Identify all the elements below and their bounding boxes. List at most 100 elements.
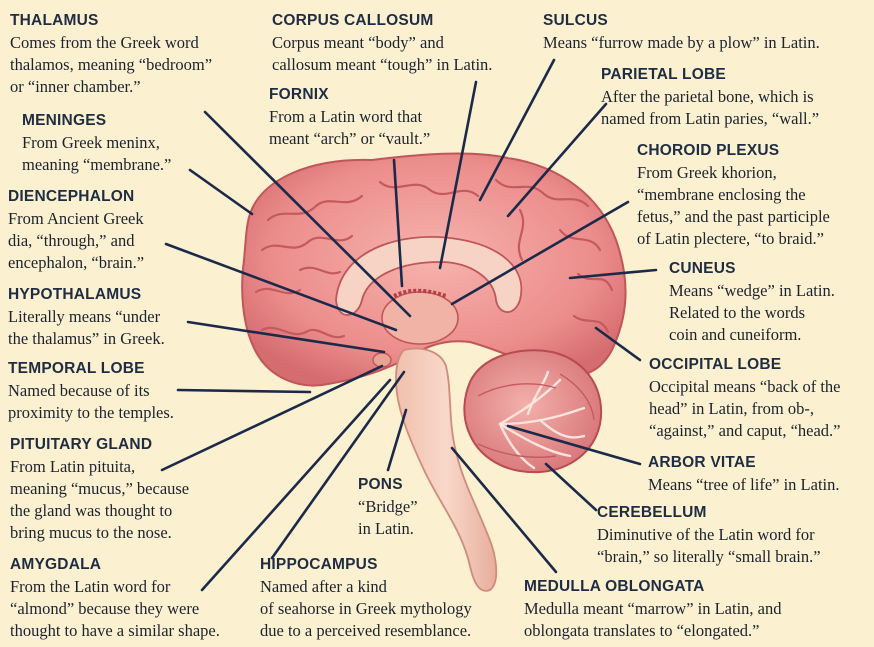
label-line: coin and cuneiform. bbox=[669, 325, 802, 344]
label-line: From Ancient Greek bbox=[8, 209, 144, 228]
label-amygdala: AMYGDALA From the Latin word for “almond… bbox=[10, 554, 220, 642]
label-line: From Latin pituita, bbox=[10, 457, 136, 476]
label-title: CEREBELLUM bbox=[597, 504, 707, 521]
label-line: thought to have a similar shape. bbox=[10, 621, 220, 640]
label-line: Related to the words bbox=[669, 303, 806, 322]
label-occipital-lobe: OCCIPITAL LOBE Occipital means “back of … bbox=[649, 354, 841, 442]
label-line: Medulla meant “marrow” in Latin, and bbox=[524, 599, 782, 618]
label-line: due to a perceived resemblance. bbox=[260, 621, 472, 640]
label-line: of Latin plectere, “to braid.” bbox=[637, 229, 824, 248]
leader-thalamus bbox=[203, 110, 412, 318]
label-line: encephalon, “brain.” bbox=[8, 253, 145, 272]
label-title: MENINGES bbox=[22, 112, 107, 129]
leader-amygdala bbox=[200, 378, 392, 592]
label-line: of seahorse in Greek mythology bbox=[260, 599, 472, 618]
label-line: Named because of its bbox=[8, 381, 150, 400]
label-line: head” in Latin, from ob-, bbox=[649, 399, 814, 418]
label-title: PITUITARY GLAND bbox=[10, 436, 153, 453]
leader-arbor-vitae bbox=[506, 424, 642, 466]
label-line: From Greek meninx, bbox=[22, 133, 160, 152]
choroid-plexus-shape bbox=[393, 288, 447, 298]
label-title: AMYGDALA bbox=[10, 556, 102, 573]
leader-meninges bbox=[188, 168, 254, 216]
label-line: “against,” and caput, “head.” bbox=[649, 421, 841, 440]
label-line: bring mucus to the nose. bbox=[10, 523, 172, 542]
label-title: OCCIPITAL LOBE bbox=[649, 356, 782, 373]
leader-choroid-plexus bbox=[450, 200, 630, 306]
label-temporal-lobe: TEMPORAL LOBE Named because of its proxi… bbox=[8, 358, 174, 424]
label-title: HIPPOCAMPUS bbox=[260, 556, 378, 573]
label-title: TEMPORAL LOBE bbox=[8, 360, 145, 377]
label-title: PONS bbox=[358, 476, 403, 493]
leader-occipital-lobe bbox=[594, 326, 642, 362]
label-line: Named after a kind bbox=[260, 577, 387, 596]
leader-fornix bbox=[392, 158, 404, 288]
label-hypothalamus: HYPOTHALAMUS Literally means “under the … bbox=[8, 284, 165, 350]
leader-hypothalamus bbox=[186, 320, 386, 354]
label-pons: PONS “Bridge” in Latin. bbox=[358, 474, 418, 540]
label-medulla-oblongata: MEDULLA OBLONGATA Medulla meant “marrow”… bbox=[524, 576, 782, 642]
label-line: Corpus meant “body” and bbox=[272, 33, 444, 52]
leader-temporal-lobe bbox=[176, 388, 312, 394]
label-fornix: FORNIX From a Latin word that meant “arc… bbox=[269, 84, 430, 150]
label-line: Literally means “under bbox=[8, 307, 161, 326]
label-title: HYPOTHALAMUS bbox=[8, 286, 142, 303]
label-parietal-lobe: PARIETAL LOBE After the parietal bone, w… bbox=[601, 64, 819, 130]
label-line: named from Latin paries, “wall.” bbox=[601, 109, 820, 128]
label-line: meaning “mucus,” because bbox=[10, 479, 190, 498]
label-line: Means “tree of life” in Latin. bbox=[648, 475, 840, 494]
label-hippocampus: HIPPOCAMPUS Named after a kind of seahor… bbox=[260, 554, 472, 642]
label-title: CORPUS CALLOSUM bbox=[272, 12, 434, 29]
leader-pituitary-gland bbox=[160, 364, 384, 472]
label-line: dia, “through,” and bbox=[8, 231, 135, 250]
leader-diencephalon bbox=[164, 242, 398, 332]
arbor-vitae-shape bbox=[498, 370, 586, 470]
leader-pons bbox=[386, 408, 408, 472]
label-title: FORNIX bbox=[269, 86, 329, 103]
label-cerebellum: CEREBELLUM Diminutive of the Latin word … bbox=[597, 502, 821, 568]
leader-parietal-lobe bbox=[506, 102, 608, 218]
label-line: Means “wedge” in Latin. bbox=[669, 281, 835, 300]
leader-hippocampus bbox=[270, 370, 406, 560]
label-line: From a Latin word that bbox=[269, 107, 423, 126]
label-title: PARIETAL LOBE bbox=[601, 66, 726, 83]
leader-medulla-oblongata bbox=[450, 446, 558, 574]
label-thalamus: THALAMUS Comes from the Greek word thala… bbox=[10, 10, 212, 98]
leader-cerebellum bbox=[544, 462, 598, 512]
label-line: meaning “membrane.” bbox=[22, 155, 172, 174]
label-line: From the Latin word for bbox=[10, 577, 171, 596]
label-line: After the parietal bone, which is bbox=[601, 87, 814, 106]
cerebellum-folds bbox=[477, 373, 595, 458]
label-line: Means “furrow made by a plow” in Latin. bbox=[543, 33, 820, 52]
label-title: THALAMUS bbox=[10, 12, 99, 29]
brainstem-shape bbox=[395, 347, 498, 592]
label-line: Comes from the Greek word bbox=[10, 33, 199, 52]
label-pituitary-gland: PITUITARY GLAND From Latin pituita, mean… bbox=[10, 434, 189, 544]
label-line: fetus,” and the past participle bbox=[637, 207, 830, 226]
label-title: CHOROID PLEXUS bbox=[637, 142, 780, 159]
label-title: ARBOR VITAE bbox=[648, 454, 756, 471]
label-line: thalamos, meaning “bedroom” bbox=[10, 55, 213, 74]
label-line: meant “arch” or “vault.” bbox=[269, 129, 431, 148]
label-line: “membrane enclosing the bbox=[637, 185, 806, 204]
label-meninges: MENINGES From Greek meninx, meaning “mem… bbox=[22, 110, 171, 176]
label-line: oblongata translates to “elongated.” bbox=[524, 621, 760, 640]
label-title: DIENCEPHALON bbox=[8, 188, 135, 205]
label-choroid-plexus: CHOROID PLEXUS From Greek khorion, “memb… bbox=[637, 140, 830, 250]
label-cuneus: CUNEUS Means “wedge” in Latin. Related t… bbox=[669, 258, 835, 346]
label-sulcus: SULCUS Means “furrow made by a plow” in … bbox=[543, 10, 820, 54]
label-line: the thalamus” in Greek. bbox=[8, 329, 165, 348]
gyri-folds bbox=[254, 178, 614, 339]
leader-sulcus bbox=[478, 58, 556, 202]
label-line: “almond” because they were bbox=[10, 599, 200, 618]
label-line: in Latin. bbox=[358, 519, 414, 538]
label-line: callosum meant “tough” in Latin. bbox=[272, 55, 493, 74]
label-arbor-vitae: ARBOR VITAE Means “tree of life” in Lati… bbox=[648, 452, 840, 496]
label-line: the gland was thought to bbox=[10, 501, 173, 520]
leader-cuneus bbox=[568, 268, 658, 280]
label-line: Occipital means “back of the bbox=[649, 377, 841, 396]
label-title: CUNEUS bbox=[669, 260, 736, 277]
label-diencephalon: DIENCEPHALON From Ancient Greek dia, “th… bbox=[8, 186, 144, 274]
